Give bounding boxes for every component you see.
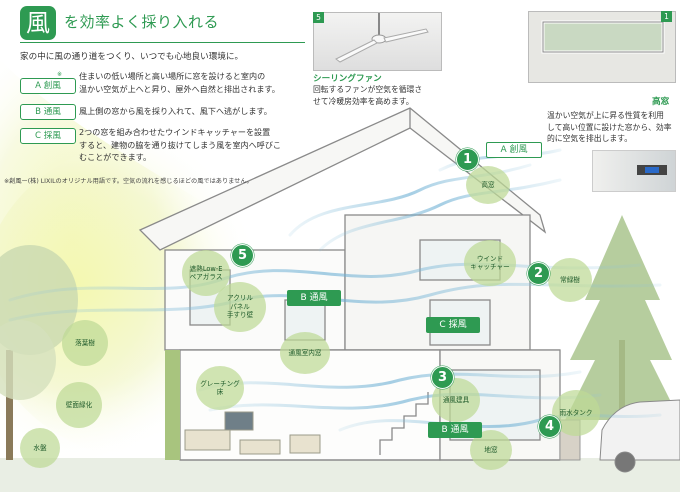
high-window-icon xyxy=(541,20,665,54)
ceiling-fan-desc-line: せて冷暖房効率を高めます。 xyxy=(313,96,414,106)
balloon-label: 床 xyxy=(216,388,224,396)
evergreen-tree-right xyxy=(565,215,680,450)
marker-2: 2 xyxy=(527,262,550,285)
balloon-label: 常緑樹 xyxy=(560,275,580,284)
balloon-wall-greening: 壁面緑化 xyxy=(56,382,102,428)
wind-label-a: A 創風 xyxy=(486,142,542,158)
balloon-label: パネル xyxy=(230,302,250,311)
balloon-label: 高窓 xyxy=(481,180,495,189)
balloon-label: 通風室内窓 xyxy=(288,348,322,357)
wind-type-c-label: C 採風 xyxy=(20,128,76,144)
wind-type-b-desc: 風上側の窓から風を採り入れて、風下へ逃がします。 xyxy=(79,105,272,118)
balloon-wind-catcher: ウインドキャッチャー xyxy=(464,240,516,286)
page-title: を効率よく採り入れる xyxy=(64,13,220,31)
balloon-label: 雨水タンク xyxy=(559,408,593,417)
wind-label-c: C 採風 xyxy=(426,317,480,333)
photo-number-5: 5 xyxy=(313,12,324,23)
balloon-floor-window: 地窓 xyxy=(470,430,512,470)
wind-type-a-desc-line: 温かい空気が上へと昇り、屋外へ自然と排出されます。 xyxy=(79,83,280,94)
balloon-label: 壁面緑化 xyxy=(65,400,93,409)
ceiling-fan-desc-line: 回転するファンが空気を循環さ xyxy=(313,85,423,94)
title-divider xyxy=(20,42,305,43)
balloon-label: アクリル xyxy=(226,294,254,303)
balloon-grating-floor: グレーチング床 xyxy=(196,366,244,410)
photo-number-1: 1 xyxy=(661,11,672,22)
balloon-label: 通風建具 xyxy=(442,395,470,404)
ground xyxy=(0,458,680,492)
balloon-label: ウインド xyxy=(476,254,504,263)
wind-type-c-desc-line: 2つの窓を組み合わせたウインドキャッチャーを設置 xyxy=(79,127,271,137)
balloon-label: 水盤 xyxy=(33,443,47,452)
wind-type-c-desc-line: むことができます。 xyxy=(79,152,152,162)
balloon-high-window: 高窓 xyxy=(466,166,510,204)
wind-type-b-label: B 通風 xyxy=(20,104,76,120)
high-window-title: 高窓 xyxy=(652,97,670,107)
wind-label-b-upper: B 通風 xyxy=(287,290,341,306)
wind-label-b-lower: B 通風 xyxy=(428,422,482,438)
window-sash-icon xyxy=(637,165,667,175)
living-furniture xyxy=(184,411,321,455)
balloon-pond: 水盤 xyxy=(20,428,60,468)
high-window-detail-photo xyxy=(592,150,676,192)
high-window-photo xyxy=(528,11,676,83)
balloon-acrylic-panel: アクリルパネル手すり壁 xyxy=(214,282,266,332)
ceiling-fan-icon xyxy=(335,13,429,63)
wind-type-c-desc: 2つの窓を組み合わせたウインドキャッチャーを設置 すると、建物の脇を通り抜けてし… xyxy=(79,126,281,164)
wind-type-a-desc: 住まいの低い場所と高い場所に窓を設けると室内の 温かい空気が上へと昇り、屋外へ自… xyxy=(79,70,280,95)
balloon-indoor-vent-window: 通風室内窓 xyxy=(280,332,330,374)
deciduous-tree-left xyxy=(0,245,78,460)
wind-type-c-desc-line: すると、建物の脇を通り抜けてしまう風を室内へ呼びこ xyxy=(79,139,282,150)
balloon-evergreen: 常緑樹 xyxy=(548,258,592,302)
balloon-label: キャッチャー xyxy=(470,263,510,271)
marker-3: 3 xyxy=(431,366,454,389)
marker-1: 1 xyxy=(456,148,479,171)
intro-text: 家の中に風の通り道をつくり、いつでも心地良い環境に。 xyxy=(20,52,244,62)
ceiling-fan-photo xyxy=(313,12,442,71)
balloon-label: 落葉樹 xyxy=(75,338,95,347)
marker-4: 4 xyxy=(538,415,561,438)
wind-type-a-mark: ※ xyxy=(57,71,63,78)
wind-type-a-desc-line: 住まいの低い場所と高い場所に窓を設けると室内の xyxy=(79,71,266,81)
balloon-label: 手すり壁 xyxy=(226,311,254,320)
high-window-desc: 温かい空気が上に昇る性質を利用 して高い位置に設けた窓から、効率 的に空気を排出… xyxy=(547,110,672,145)
balloon-label: 遮熱Low-E xyxy=(189,264,223,273)
high-window-desc-line: 温かい空気が上に昇る性質を利用 xyxy=(547,111,664,120)
balloon-label: グレーチング xyxy=(200,379,240,388)
footnote: ※創風ー(株) LIXILのオリジナル用語です。空気の流れを感じるほどの風ではあ… xyxy=(4,178,253,185)
balloon-deciduous-tree: 落葉樹 xyxy=(62,320,108,366)
balloon-label: 地窓 xyxy=(484,445,498,454)
high-window-desc-line: 的に空気を排出します。 xyxy=(547,134,632,143)
balloon-label: ペアガラス xyxy=(189,273,223,281)
wind-type-b-desc-line: 風上側の窓から風を採り入れて、風下へ逃がします。 xyxy=(79,106,272,116)
kanji-wind-badge: 風 xyxy=(20,6,56,40)
ceiling-fan-title: シーリングファン xyxy=(313,74,382,84)
wind-type-a-label: A 創風 xyxy=(20,78,76,94)
high-window-desc-line: して高い位置に設けた窓から、効率 xyxy=(547,122,672,132)
marker-5: 5 xyxy=(231,244,254,267)
ceiling-fan-desc: 回転するファンが空気を循環さ せて冷暖房効率を高めます。 xyxy=(313,84,422,107)
